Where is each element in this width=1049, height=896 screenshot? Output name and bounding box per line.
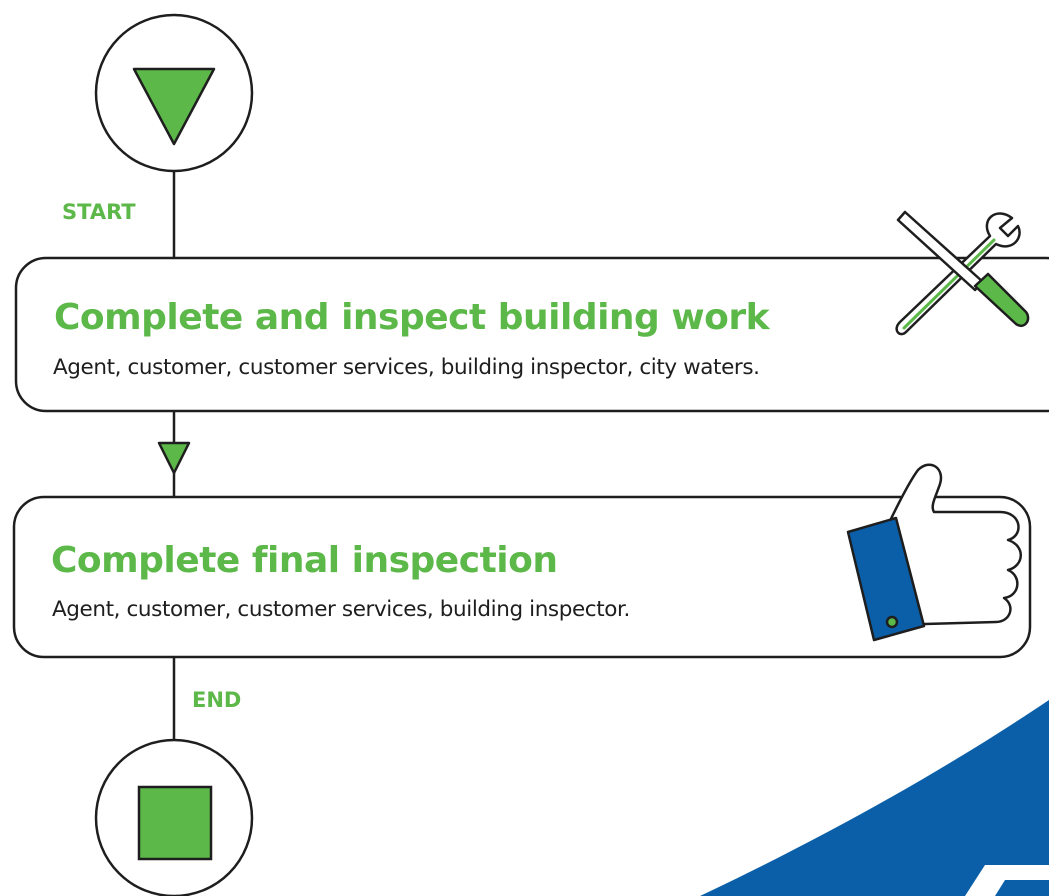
start-triangle-icon: [132, 67, 216, 146]
start-label: START: [62, 200, 136, 224]
step-2-title: Complete final inspection: [51, 540, 558, 581]
tools-icon: [895, 210, 1030, 336]
corner-decoration: [700, 700, 1049, 896]
step-box-1: [14, 256, 1049, 413]
step-2-description: Agent, customer, customer services, buil…: [52, 597, 630, 622]
end-label: END: [192, 688, 242, 712]
end-node: [94, 738, 254, 896]
step-1-description: Agent, customer, customer services, buil…: [53, 355, 760, 380]
end-square-icon: [137, 785, 213, 861]
thumbs-up-icon: [846, 463, 1022, 642]
step-1-title: Complete and inspect building work: [54, 297, 770, 338]
start-node: [94, 13, 254, 173]
step-box-2: [12, 495, 1032, 659]
flow-arrow-icon: [157, 441, 191, 475]
